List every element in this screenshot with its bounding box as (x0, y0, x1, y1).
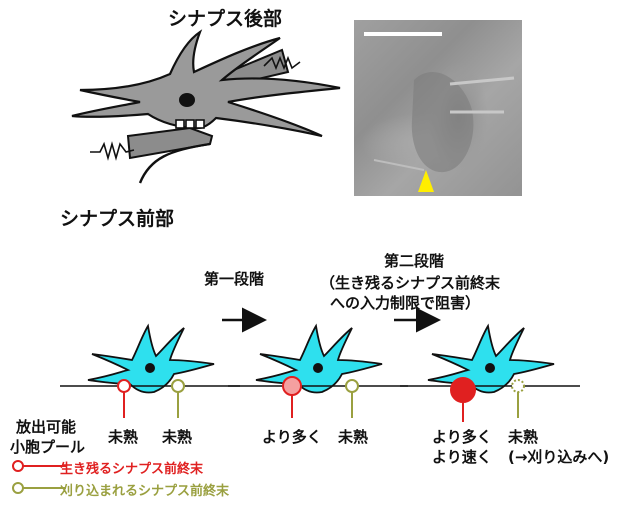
stage2-line2: への入力制限で阻害） (330, 294, 481, 312)
faster-label-2: より速く (432, 448, 492, 466)
immature-label-2: 未熟 (508, 428, 539, 446)
legend-pruned-marker (12, 482, 66, 494)
legend-surviving-marker (12, 460, 66, 472)
stage2-title: 第二段階 (384, 252, 445, 270)
stage2-line1: （生き残るシナプス前終末 (320, 274, 501, 292)
development-diagram (60, 307, 580, 422)
neuron-stage2 (400, 323, 580, 394)
neuron-stage1 (228, 323, 408, 394)
immature-label-0b: 未熟 (162, 428, 193, 446)
pool-label-2: 小胞プール (10, 438, 86, 456)
immature-label-0a: 未熟 (108, 428, 139, 446)
immature-label-1: 未熟 (338, 428, 369, 446)
synapse-survive-0 (117, 379, 131, 393)
legend-surviving-label: 生き残るシナプス前終末 (60, 462, 204, 477)
synapse-survive-1 (282, 376, 302, 396)
legend-pruned-label: 刈り込まれるシナプス前終末 (60, 484, 230, 499)
synapse-pruned-0 (171, 379, 185, 393)
pool-label-1: 放出可能 (16, 418, 77, 436)
postsynaptic-label: シナプス後部 (168, 8, 283, 30)
synapse-schematic (71, 29, 341, 184)
more-label-2: より多く (432, 428, 492, 446)
arrowhead-icon (418, 170, 434, 192)
presynaptic-label: シナプス前部 (60, 208, 175, 230)
synapse-pruned-1 (345, 379, 359, 393)
pruning-label-2: (→刈り込みへ) (508, 448, 610, 466)
neuron-stage0 (60, 323, 240, 394)
more-label-1: より多く (262, 428, 322, 446)
stage1-label: 第一段階 (204, 270, 265, 288)
scale-bar (364, 32, 442, 36)
synapse-survive-2 (450, 377, 476, 403)
synapse-pruned-2 (511, 379, 525, 393)
micrograph-image (354, 20, 522, 196)
